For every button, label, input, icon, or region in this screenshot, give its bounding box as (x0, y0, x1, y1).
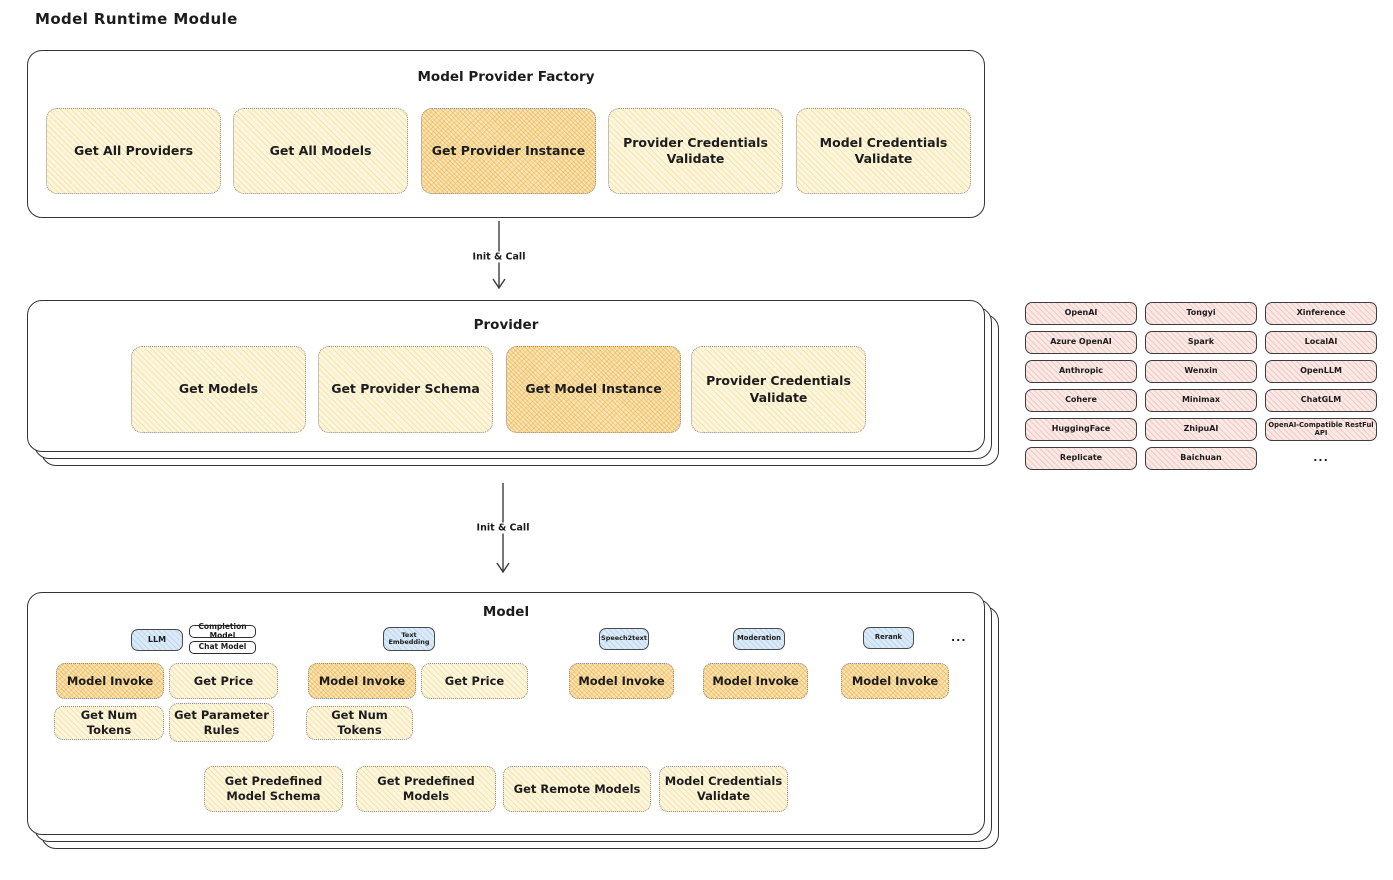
model-node-get-num-tokens-llm: Get Num Tokens (54, 706, 164, 740)
provider-registry-grid: OpenAI Tongyi Xinference Azure OpenAI Sp… (1025, 302, 1377, 470)
provider-chip-chatglm: ChatGLM (1265, 389, 1377, 412)
provider-chip-cohere: Cohere (1025, 389, 1137, 412)
model-type-chip-speech2text: Speech2text (599, 628, 649, 650)
provider-chip-localai: LocalAI (1265, 331, 1377, 354)
provider-chip-minimax: Minimax (1145, 389, 1257, 412)
model-node-invoke-rerank: Model Invoke (841, 663, 949, 699)
provider-node-provider-credentials-validate: Provider Credentials Validate (691, 346, 866, 433)
factory-node-get-all-providers: Get All Providers (46, 108, 221, 194)
arrow-label-init-call-2: Init & Call (472, 522, 534, 534)
model-type-chip-rerank: Rerank (863, 627, 914, 649)
model-node-invoke-text-embedding: Model Invoke (308, 663, 416, 699)
model-node-model-credentials-validate: Model Credentials Validate (659, 766, 788, 812)
model-type-chip-text-embedding: Text Embedding (383, 627, 435, 651)
arrow-label-init-call-1: Init & Call (468, 251, 530, 263)
model-node-invoke-speech2text: Model Invoke (569, 663, 674, 699)
provider-chip-anthropic: Anthropic (1025, 360, 1137, 383)
model-box-title: Model (482, 604, 530, 620)
factory-box: Model Provider Factory Get All Providers… (27, 50, 985, 218)
provider-box: Provider Get Models Get Provider Schema … (27, 300, 985, 452)
factory-box-title: Model Provider Factory (417, 69, 595, 85)
provider-chip-zhipuai: ZhipuAI (1145, 418, 1257, 441)
model-node-get-price-llm: Get Price (169, 663, 278, 699)
model-box: Model LLM Completion Model Chat Model Te… (27, 592, 985, 835)
factory-node-get-all-models: Get All Models (233, 108, 408, 194)
provider-chip-baichuan: Baichuan (1145, 447, 1257, 470)
model-node-invoke-moderation: Model Invoke (703, 663, 808, 699)
provider-chip-openai: OpenAI (1025, 302, 1137, 325)
factory-node-model-credentials-validate: Model Credentials Validate (796, 108, 971, 194)
model-node-get-parameter-rules: Get Parameter Rules (169, 703, 274, 742)
model-node-invoke-llm: Model Invoke (56, 663, 164, 699)
factory-node-provider-credentials-validate: Provider Credentials Validate (608, 108, 783, 194)
model-type-chip-moderation: Moderation (733, 628, 785, 650)
model-type-more-ellipsis: ... (951, 631, 967, 644)
model-type-chip-chat-model: Chat Model (189, 641, 256, 654)
provider-node-get-model-instance: Get Model Instance (506, 346, 681, 433)
provider-chip-huggingface: HuggingFace (1025, 418, 1137, 441)
provider-chip-spark: Spark (1145, 331, 1257, 354)
provider-chip-azure-openai: Azure OpenAI (1025, 331, 1137, 354)
model-node-get-remote-models: Get Remote Models (503, 766, 651, 812)
provider-node-get-models: Get Models (131, 346, 306, 433)
provider-box-title: Provider (473, 317, 539, 333)
model-node-get-predefined-model-schema: Get Predefined Model Schema (204, 766, 343, 812)
factory-node-get-provider-instance: Get Provider Instance (421, 108, 596, 194)
provider-chip-tongyi: Tongyi (1145, 302, 1257, 325)
provider-chip-openllm: OpenLLM (1265, 360, 1377, 383)
provider-chip-replicate: Replicate (1025, 447, 1137, 470)
provider-chip-more-ellipsis: ... (1313, 451, 1329, 465)
model-type-chip-llm: LLM (131, 629, 183, 651)
model-node-get-predefined-models: Get Predefined Models (356, 766, 496, 812)
model-type-chip-completion-model: Completion Model (189, 622, 256, 639)
provider-chip-openai-compatible-restful-api: OpenAI-Compatible RestFul API (1265, 418, 1377, 441)
page-title: Model Runtime Module (35, 10, 238, 28)
model-node-get-num-tokens-text-embedding: Get Num Tokens (306, 706, 413, 740)
model-node-get-price-text-embedding: Get Price (421, 663, 528, 699)
provider-node-get-provider-schema: Get Provider Schema (318, 346, 493, 433)
provider-chip-xinference: Xinference (1265, 302, 1377, 325)
provider-chip-wenxin: Wenxin (1145, 360, 1257, 383)
